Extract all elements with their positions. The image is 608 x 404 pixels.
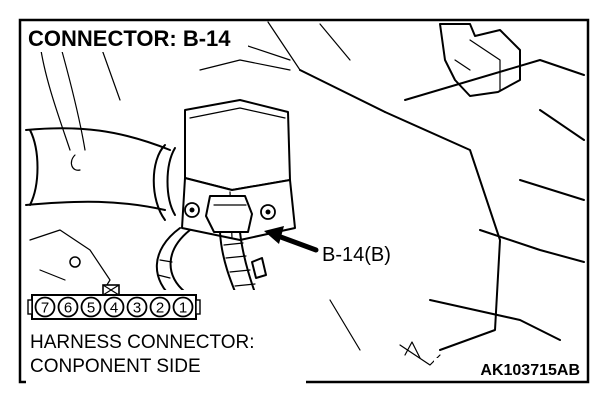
pin-circle	[34, 296, 56, 318]
pin-number: 4	[110, 300, 118, 317]
figure-code: AK103715AB	[480, 362, 580, 379]
figure-code-background	[434, 358, 584, 380]
harness-connector-face: 7 6 5 4 3 2 1	[26, 284, 306, 398]
pin-number: 3	[133, 300, 141, 317]
pin-number: 6	[64, 300, 72, 317]
pin-number: 5	[87, 300, 95, 317]
pin-circle	[57, 296, 79, 318]
pin-number: 1	[179, 300, 187, 317]
pin-circle	[172, 296, 194, 318]
callout-arrow	[264, 226, 319, 253]
pin-circle	[80, 296, 102, 318]
pin-circle	[103, 296, 125, 318]
pin-number: 7	[41, 300, 49, 317]
caption-line-2: CONPONENT SIDE	[30, 356, 201, 377]
diagram-title: CONNECTOR: B-14	[28, 26, 231, 51]
pin-circle	[149, 296, 171, 318]
title-background	[22, 22, 248, 52]
pin-circle	[126, 296, 148, 318]
pin-number: 2	[156, 300, 164, 317]
callout-label: B-14(B)	[322, 244, 391, 266]
caption-line-1: HARNESS CONNECTOR:	[30, 332, 255, 353]
